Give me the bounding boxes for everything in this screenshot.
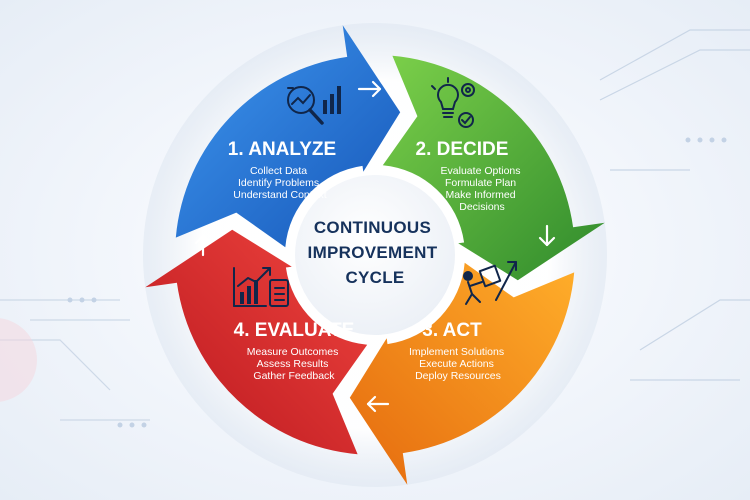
stage-analyze: 1. ANALYZE Collect Data Identify Problem…	[228, 80, 382, 201]
stage-decide-items: Evaluate Options Formulate Plan Make Inf…	[441, 165, 524, 213]
list-item: Measure Outcomes	[247, 346, 339, 358]
stage-evaluate-title: 4. EVALUATE	[234, 320, 355, 341]
center-circle	[291, 171, 459, 339]
stage-evaluate-items: Measure Outcomes Assess Results Gather F…	[247, 346, 342, 382]
dot-decorations	[67, 137, 727, 428]
lightbulb-gears-icon	[431, 77, 475, 128]
list-item: Understand Context	[233, 189, 326, 201]
stage-act-items: Implement Solutions Execute Actions Depl…	[409, 346, 507, 382]
list-item: Make Informed	[446, 189, 516, 201]
list-item: Identify Problems	[238, 177, 319, 189]
stage-evaluate: 4. EVALUATE Measure Outcomes Assess Resu…	[194, 234, 355, 382]
arrow-up-icon	[194, 234, 212, 257]
person-pushing-box-icon	[463, 261, 517, 305]
glow-orb	[0, 318, 37, 402]
list-item: Collect Data	[250, 165, 307, 177]
stage-decide: 2. DECIDE Evaluate Options Formulate Pla…	[416, 77, 556, 247]
stage-analyze-title: 1. ANALYZE	[228, 139, 336, 160]
segment-analyze	[175, 25, 401, 248]
segment-evaluate	[145, 229, 368, 455]
center-line-3: CYCLE	[345, 268, 404, 287]
list-item: Execute Actions	[419, 358, 494, 370]
center-title: CONTINUOUS IMPROVEMENT CYCLE	[308, 218, 443, 287]
stage-decide-title: 2. DECIDE	[416, 139, 509, 160]
list-item: Evaluate Options	[441, 165, 521, 177]
circuit-decoration-right	[599, 29, 750, 381]
stage-analyze-items: Collect Data Identify Problems Understan…	[233, 165, 326, 201]
stage-act: 3. ACT Implement Solutions Execute Actio…	[366, 261, 517, 413]
list-item: Implement Solutions	[409, 346, 504, 358]
growth-chart-clipboard-icon	[233, 267, 289, 307]
list-item: Deploy Resources	[415, 370, 501, 382]
list-item: Decisions	[459, 201, 505, 213]
center-line-2: IMPROVEMENT	[308, 243, 438, 262]
arrow-down-icon	[538, 224, 556, 247]
list-item: Formulate Plan	[445, 177, 516, 189]
arrow-right-icon	[357, 80, 382, 98]
arrow-left-icon	[366, 395, 390, 413]
segment-decide	[382, 55, 605, 281]
stage-act-title: 3. ACT	[422, 320, 482, 341]
segment-act	[349, 262, 575, 485]
magnifier-chart-icon	[287, 86, 341, 125]
center-line-1: CONTINUOUS	[314, 218, 431, 237]
list-item: Assess Results	[257, 358, 329, 370]
list-item: Gather Feedback	[253, 370, 335, 382]
